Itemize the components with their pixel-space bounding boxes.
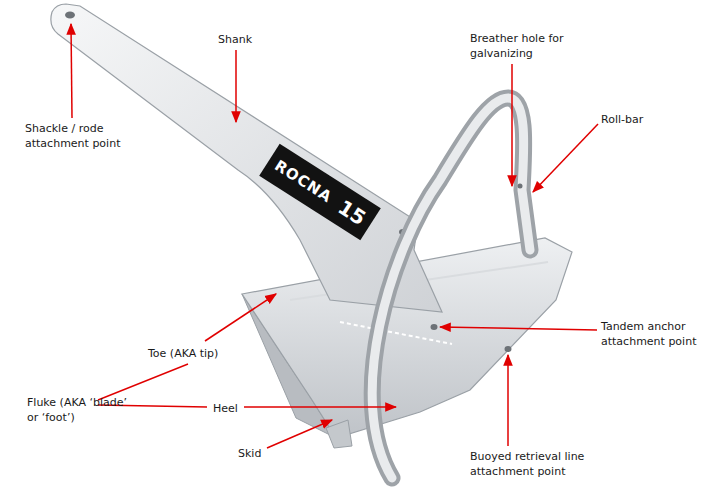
part-label: Toe (AKA tip) [148, 346, 218, 361]
roll-bar-tube [372, 98, 530, 478]
part-label: Buoyed retrieval line attachment point [470, 449, 605, 479]
leader-line [511, 64, 513, 186]
roll-bar-outline [372, 98, 530, 478]
leader-line [235, 50, 237, 122]
logo-sticker: ROCNA15 [259, 144, 381, 241]
part-label: Breather hole for galvanizing [470, 31, 570, 61]
shackle-hole [65, 12, 75, 19]
skid-heel [326, 420, 352, 448]
leader-line [244, 406, 396, 408]
leader-lines [71, 24, 598, 448]
part-label: Shackle / rode attachment point [25, 121, 140, 151]
part-label: Tandem anchor attachment point [601, 319, 706, 349]
model-number: 15 [334, 195, 370, 230]
part-label: Skid [238, 446, 261, 461]
leader-line [205, 294, 276, 341]
fluke-weld-line [340, 322, 452, 344]
leader-line [98, 364, 188, 400]
leader-line [440, 327, 597, 330]
logo-text: ROCNA [271, 156, 335, 206]
part-label: Heel [213, 401, 238, 416]
leader-line [267, 420, 332, 448]
tandem-hole [431, 324, 438, 330]
part-label: Shank [218, 32, 252, 47]
shank-plate [51, 4, 442, 312]
leader-line [533, 124, 598, 192]
buoy-hole [505, 346, 512, 352]
leader-line [507, 355, 509, 446]
leader-line [71, 24, 72, 118]
breather-hole [518, 184, 523, 189]
part-label: Roll-bar [601, 112, 643, 127]
part-label: Fluke (AKA ‘blade’ or ‘foot’) [27, 395, 127, 425]
